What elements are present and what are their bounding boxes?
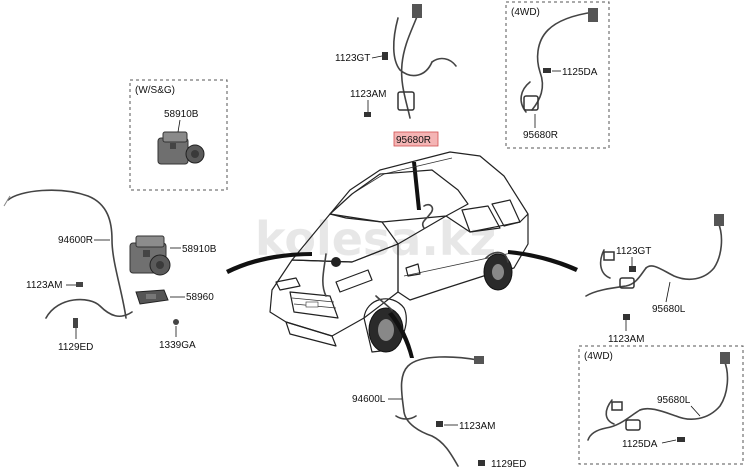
- ws-g-box-title: (W/S&G): [135, 85, 175, 96]
- label-1123am-right: 1123AM: [608, 334, 645, 345]
- watermark: kolesa.kz: [255, 212, 496, 266]
- bracket-58960: [135, 289, 169, 305]
- cable-94600l: [395, 356, 484, 467]
- abs-unit-boxed: [157, 131, 205, 165]
- label-1125da-4wd-top: 1125DA: [562, 67, 598, 78]
- label-1123am-bottom: 1123AM: [459, 421, 496, 432]
- bolt-1123am-right: [623, 314, 630, 320]
- highlight-95680r: 95680R: [393, 131, 439, 147]
- label-95680r-highlight: 95680R: [396, 135, 431, 146]
- bolt-1123am-top: [364, 112, 371, 117]
- label-1123gt-right: 1123GT: [616, 246, 651, 257]
- label-1123gt-top: 1123GT: [335, 53, 370, 64]
- label-94600r: 94600R: [58, 235, 93, 246]
- label-58960: 58960: [186, 292, 214, 303]
- sensor-95680r-top: [392, 4, 457, 119]
- fourwd-bottom-box: (4WD): [578, 345, 744, 465]
- fourwd-top-box-title: (4WD): [511, 7, 540, 18]
- fourwd-top-box: (4WD): [505, 1, 610, 149]
- label-1123am-front-left: 1123AM: [26, 280, 63, 291]
- fourwd-bottom-box-title: (4WD): [584, 351, 613, 362]
- label-95680r-4wd: 95680R: [523, 130, 558, 141]
- bolt-1123am-bottom: [436, 421, 443, 427]
- sensor-95680l-4wd: [587, 352, 730, 441]
- cable-94600r: [3, 189, 133, 319]
- abs-unit-main: [129, 235, 171, 276]
- clip-1129ed-front-left: [73, 318, 78, 328]
- bolt-1123gt-top: [382, 52, 388, 60]
- label-94600l: 94600L: [352, 394, 386, 405]
- clip-1125da-4wd-top: [543, 68, 551, 73]
- sensor-95680r-4wd: [520, 8, 598, 113]
- arrow-left: [226, 252, 312, 274]
- label-95680l-right: 95680L: [652, 304, 686, 315]
- label-95680l-4wd: 95680L: [657, 395, 691, 406]
- label-58910b-boxed: 58910B: [164, 109, 199, 120]
- clip-1125da-4wd-bottom: [677, 437, 685, 442]
- bolt-1123gt-right: [629, 266, 636, 272]
- arrow-bottom: [388, 312, 414, 358]
- bolt-1123am-front-left: [76, 282, 83, 287]
- label-1339ga: 1339GA: [159, 340, 196, 351]
- label-1129ed-bottom: 1129ED: [491, 459, 526, 470]
- arrow-top: [412, 162, 421, 210]
- label-58910b-main: 58910B: [182, 244, 217, 255]
- label-1125da-4wd-bottom: 1125DA: [622, 439, 658, 450]
- sensor-95680l-right: [585, 214, 724, 297]
- bolt-1339ga: [173, 319, 179, 325]
- ws-g-box: (W/S&G): [129, 79, 228, 191]
- arrow-right: [508, 250, 578, 272]
- clip-1129ed-bottom: [478, 460, 485, 466]
- label-1123am-top: 1123AM: [350, 89, 387, 100]
- label-1129ed-front-left: 1129ED: [58, 342, 93, 353]
